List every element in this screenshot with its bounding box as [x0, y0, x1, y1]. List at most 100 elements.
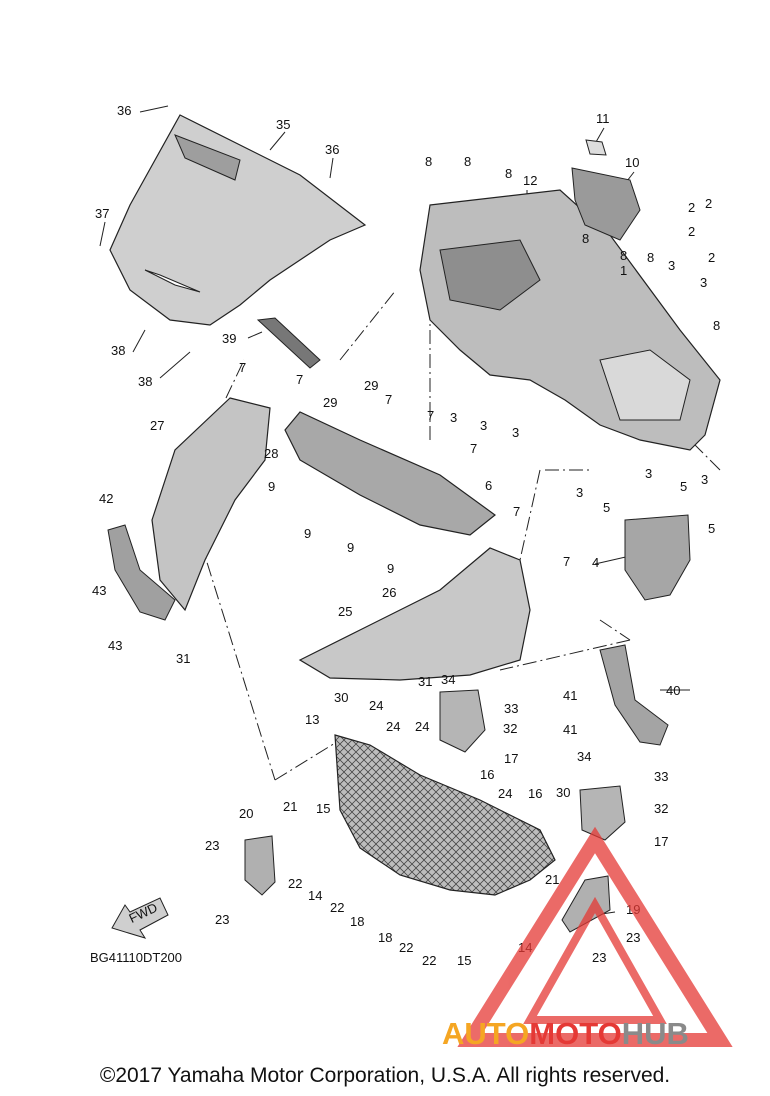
callout-28: 28 [264, 446, 278, 461]
part-13-grille [334, 734, 556, 896]
callout-3: 3 [701, 472, 708, 487]
part-35-vent [174, 134, 241, 181]
callout-7: 7 [470, 441, 477, 456]
callout-42: 42 [99, 491, 113, 506]
callout-41: 41 [563, 688, 577, 703]
callout-2: 2 [705, 196, 712, 211]
callout-24: 24 [498, 786, 512, 801]
callout-3: 3 [480, 418, 487, 433]
callout-33: 33 [504, 701, 518, 716]
part-10-cover [571, 167, 641, 241]
callout-34: 34 [441, 672, 455, 687]
callout-8: 8 [464, 154, 471, 169]
callout-7: 7 [296, 372, 303, 387]
callout-23: 23 [592, 950, 606, 965]
callout-14: 14 [308, 888, 322, 903]
callout-17: 17 [654, 834, 668, 849]
callout-41: 41 [563, 722, 577, 737]
watermark-triangle-icon [457, 826, 733, 1047]
callout-31: 31 [418, 674, 432, 689]
callout-9: 9 [268, 479, 275, 494]
fwd-arrow-icon [111, 897, 169, 939]
callout-30: 30 [556, 785, 570, 800]
callout-8: 8 [713, 318, 720, 333]
callout-32: 32 [503, 721, 517, 736]
callout-8: 8 [505, 166, 512, 181]
callout-13: 13 [305, 712, 319, 727]
callout-16: 16 [528, 786, 542, 801]
callout-34: 34 [577, 749, 591, 764]
part-32-bracket-lower [579, 785, 626, 841]
callout-7: 7 [513, 504, 520, 519]
callout-43: 43 [92, 583, 106, 598]
part-27-side-cover [151, 397, 271, 612]
callout-7: 7 [563, 554, 570, 569]
callout-16: 16 [480, 767, 494, 782]
callout-11: 11 [596, 111, 610, 126]
callout-9: 9 [387, 561, 394, 576]
callout-7: 7 [385, 392, 392, 407]
callout-8: 8 [620, 248, 627, 263]
callout-9: 9 [347, 540, 354, 555]
callout-35: 35 [276, 117, 290, 132]
part-6-lower-dash [284, 411, 496, 536]
watermark-text: AUTOMOTOHUB [442, 1016, 689, 1051]
part-4-bracket [624, 514, 691, 601]
part-11-tab [585, 139, 607, 156]
part-25-lower-cover [298, 547, 531, 681]
callout-38: 38 [111, 343, 125, 358]
callout-3: 3 [645, 466, 652, 481]
callout-30: 30 [334, 690, 348, 705]
part-32-bracket-upper [439, 689, 486, 753]
callout-29: 29 [323, 395, 337, 410]
diagram-code: BG41110DT200 [90, 950, 182, 965]
callout-21: 21 [545, 872, 559, 887]
callout-8: 8 [582, 231, 589, 246]
callout-2: 2 [688, 200, 695, 215]
callout-7: 7 [427, 408, 434, 423]
callout-25: 25 [338, 604, 352, 619]
callout-36: 36 [117, 103, 131, 118]
callout-3: 3 [512, 425, 519, 440]
callout-8: 8 [647, 250, 654, 265]
part-42-side-trim [107, 524, 176, 621]
callout-24: 24 [369, 698, 383, 713]
callout-17: 17 [504, 751, 518, 766]
callout-5: 5 [708, 521, 715, 536]
callout-3: 3 [700, 275, 707, 290]
callout-38: 38 [138, 374, 152, 389]
callout-40: 40 [666, 683, 680, 698]
callout-7: 7 [239, 360, 246, 375]
callout-5: 5 [603, 500, 610, 515]
callout-43: 43 [108, 638, 122, 653]
callout-5: 5 [680, 479, 687, 494]
callout-36: 36 [325, 142, 339, 157]
copyright-notice: ©2017 Yamaha Motor Corporation, U.S.A. A… [99, 1064, 671, 1087]
callout-24: 24 [386, 719, 400, 734]
callout-8: 8 [425, 154, 432, 169]
callout-2: 2 [688, 224, 695, 239]
callout-32: 32 [654, 801, 668, 816]
part-20-guard [244, 835, 276, 896]
callout-labels: 1 2 2 2 2 3 3 3 3 3 3 3 3 4 5 5 5 6 7 7 … [92, 103, 720, 968]
callout-18: 18 [378, 930, 392, 945]
callout-22: 22 [288, 876, 302, 891]
callout-15: 15 [457, 953, 471, 968]
watermark-logo [457, 826, 733, 1047]
callout-4: 4 [592, 555, 599, 570]
callout-31: 31 [176, 651, 190, 666]
callout-1: 1 [620, 263, 627, 278]
callout-6: 6 [485, 478, 492, 493]
callout-10: 10 [625, 155, 639, 170]
part-1-inner [439, 239, 541, 311]
callout-3: 3 [450, 410, 457, 425]
callout-26: 26 [382, 585, 396, 600]
callout-23: 23 [215, 912, 229, 927]
callout-3: 3 [668, 258, 675, 273]
callout-39: 39 [222, 331, 236, 346]
callout-22: 22 [422, 953, 436, 968]
callout-23: 23 [626, 930, 640, 945]
part-35-upper-cowl [109, 114, 367, 326]
part-1-right-bay [599, 349, 691, 421]
